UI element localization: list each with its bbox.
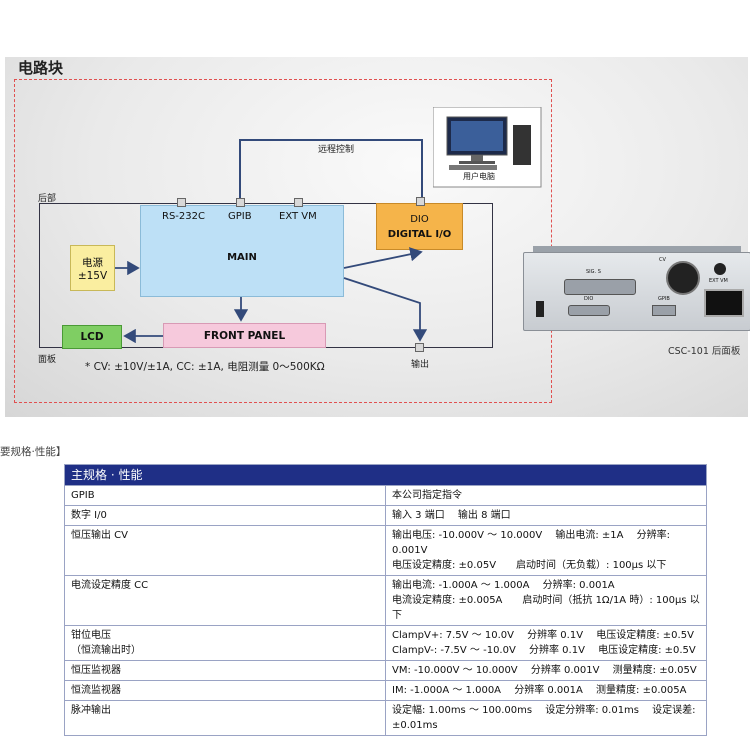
cv-label: CV [659,257,666,263]
sig-connector-label: SIG. S [586,269,601,275]
spec-value-line: 设定幅: 1.00ms ～ 100.00ms 设定分辨率: 0.01ms 设定误… [392,705,696,731]
ext-vm-jack [714,263,726,275]
spec-value-line: 本公司指定指令 [392,490,462,501]
spec-value-line: IM: -1.000A ～ 1.000A 分辨率 0.001A 测量精度: ±0… [392,685,687,696]
spec-item-name: 数字 I/0 [64,505,386,526]
ext-vm-label: EXT VM [709,278,728,284]
remote-line-right [421,139,423,201]
dio-connector [568,305,610,316]
spec-value-line: 电流设定精度: ±0.005A 启动时间（抵抗 1Ω/1A 時）: 100μs … [392,595,700,621]
power-switch [536,301,544,317]
spec-value-line: 输出电流: -1.000A ～ 1.000A 分辨率: 0.001A [392,580,615,591]
gpib-port [236,198,245,207]
fan-grill [666,261,700,295]
power-block: 电源 ±15V [70,245,115,291]
dio-port [416,197,425,206]
spec-item-value: IM: -1.000A ～ 1.000A 分辨率 0.001A 测量精度: ±0… [385,680,707,701]
spec-table: 主规格 · 性能 GPIB 本公司指定指令数字 I/0 输入 3 端口 输出 8 端… [64,464,707,736]
spec-item-name: 恒压输出 CV [64,525,386,576]
main-to-dio-arrow [343,247,423,269]
rs232c-port [177,198,186,207]
main-block: MAIN [140,205,344,297]
dio-label: DIO [410,213,429,225]
spec-row: 脉冲输出设定幅: 1.00ms ～ 100.00ms 设定分辨率: 0.01ms… [64,700,707,736]
device-rear-panel-photo: SIG. S DIO CV EXT VM GPIB [523,252,750,331]
spec-item-value: 本公司指定指令 [385,485,707,506]
main-to-output-arrow [343,277,428,342]
spec-item-name: 电流设定精度 CC [64,575,386,626]
spec-row: GPIB 本公司指定指令 [64,485,707,506]
user-pc-label: 用户电脑 [463,172,495,181]
spec-item-value: 输出电流: -1.000A ～ 1.000A 分辨率: 0.001A 电流设定精度… [385,575,707,626]
spec-item-name: 恒压监视器 [64,660,386,681]
spec-row: 恒压监视器 VM: -10.000V ～ 10.000V 分辨率 0.001V 测… [64,660,707,681]
power-inlet [704,289,744,317]
panel-label: 面板 [38,355,57,365]
spec-value-line: 输出电压: -10.000V ～ 10.000V 输出电流: ±1A 分辨率: … [392,530,671,556]
gpib-connector-label: GPIB [658,296,670,302]
spec-row: 钳位电压 （恒流输出时） ClampV+: 7.5V ～ 10.0V 分辨率 0.… [64,625,707,661]
spec-value-line: ClampV-: -7.5V ～ -10.0V 分辨率 0.1V 电压设定精度:… [392,645,696,656]
spec-item-value: 设定幅: 1.00ms ～ 100.00ms 设定分辨率: 0.01ms 设定误… [385,700,707,736]
diagram-title: 电路块 [18,59,64,77]
lcd-block: LCD [62,325,122,349]
computer-icon [433,107,542,188]
spec-value-line: 电压设定精度: ±0.05V 启动时间（无负载）: 100μs 以下 [392,560,667,571]
digital-io-label: DIGITAL I/O [387,228,452,240]
port-label-gpib: GPIB [228,211,252,222]
spec-item-value: 输入 3 端口 输出 8 端口 [385,505,707,526]
spec-table-header: 主规格 · 性能 [64,464,707,486]
output-port [415,343,424,352]
spec-item-value: 输出电压: -10.000V ～ 10.000V 输出电流: ±1A 分辨率: … [385,525,707,576]
gpib-remote-line [239,139,241,201]
spec-section-label: 要规格·性能】 [0,446,67,458]
remote-line-top [239,139,422,141]
spec-row: 数字 I/0 输入 3 端口 输出 8 端口 [64,505,707,526]
spec-value-line: ClampV+: 7.5V ～ 10.0V 分辨率 0.1V 电压设定精度: ±… [392,630,694,641]
remote-control-label: 远程控制 [318,145,355,155]
spec-item-name: GPIB [64,485,386,506]
device-top-edge [533,246,741,254]
device-caption: CSC-101 后面板 [668,346,741,357]
spec-row: 恒流监视器 IM: -1.000A ～ 1.000A 分辨率 0.001A 测量精… [64,680,707,701]
spec-value-line: VM: -10.000V ～ 10.000V 分辨率 0.001V 测量精度: … [392,665,697,676]
power-voltage: ±15V [77,269,108,282]
spec-value-line: 输入 3 端口 输出 8 端口 [392,510,511,521]
rear-label: 后部 [38,194,57,204]
spec-item-value: VM: -10.000V ～ 10.000V 分辨率 0.001V 测量精度: … [385,660,707,681]
port-label-ext-vm: EXT VM [279,211,317,222]
dashed-frame [14,79,552,403]
port-label-rs232c: RS-232C [162,211,205,222]
main-label: MAIN [227,252,257,263]
power-label: 电源 [82,256,103,269]
spec-note: * CV: ±10V/±1A, CC: ±1A, 电阻测量 0～500KΩ [85,361,325,373]
output-label: 输出 [411,360,430,370]
spec-header-cell: 主规格 · 性能 [64,464,707,486]
spec-item-value: ClampV+: 7.5V ～ 10.0V 分辨率 0.1V 电压设定精度: ±… [385,625,707,661]
spec-item-name: 钳位电压 （恒流输出时） [64,625,386,661]
sig-connector [564,279,636,295]
spec-item-name: 恒流监视器 [64,680,386,701]
spec-item-name: 脉冲输出 [64,700,386,736]
connection-arrows [115,247,428,344]
dio-connector-label: DIO [584,296,594,302]
front-panel-block: FRONT PANEL [163,323,326,348]
ext-vm-port [294,198,303,207]
gpib-connector [652,305,676,316]
